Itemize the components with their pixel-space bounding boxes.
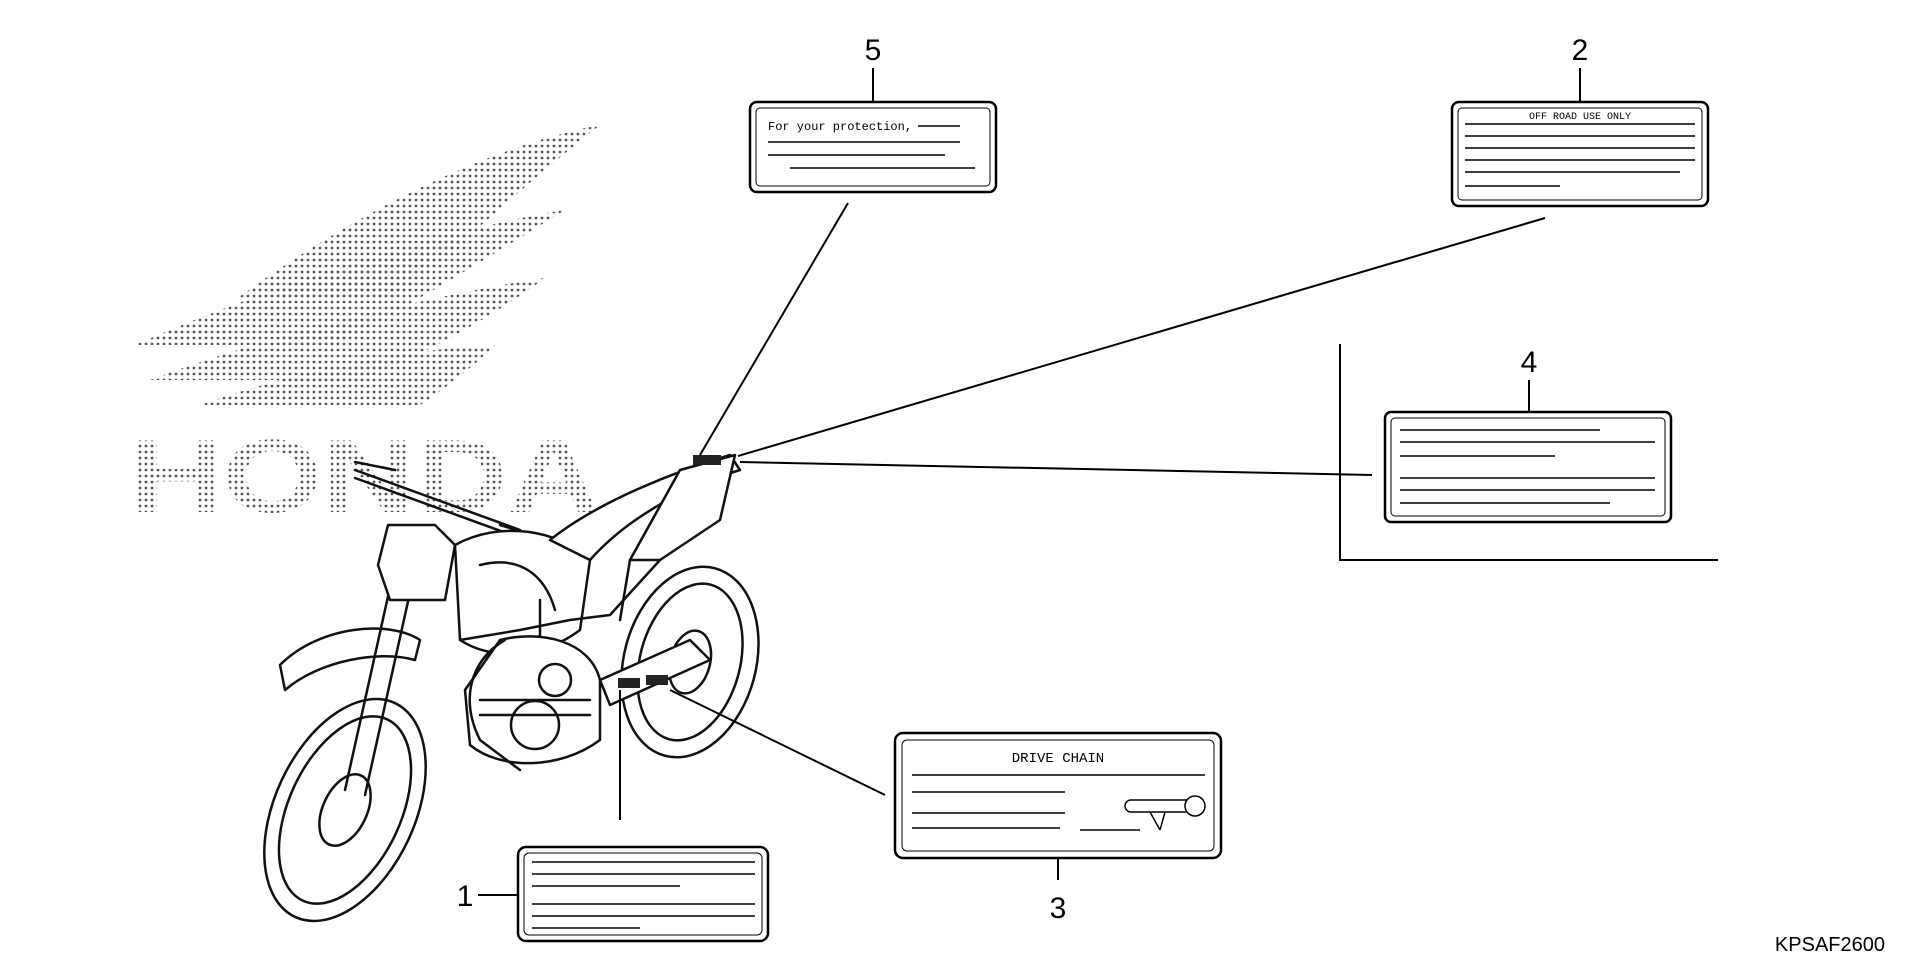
callout-number-3: 3 (1050, 892, 1067, 925)
leader-line-3 (669, 689, 886, 796)
label-5-text: For your protection, (768, 120, 912, 134)
motorcycle-illustration (263, 453, 760, 923)
leader-line-5 (699, 202, 849, 456)
leader-lines (619, 202, 1546, 820)
label-3: DRIVE CHAIN 3 (893, 731, 1223, 925)
label-2: 2 OFF ROAD USE ONLY (1450, 34, 1710, 208)
callout-number-1: 1 (457, 880, 474, 913)
diagram-code: KPSAF2600 (1775, 934, 1885, 956)
label-1: 1 (457, 845, 770, 943)
label-4: 4 (1339, 344, 1718, 561)
leader-line-2 (737, 217, 1546, 457)
callout-number-2: 2 (1572, 34, 1589, 67)
leader-line-4 (739, 461, 1373, 476)
label-5: 5 For your protection, (748, 34, 998, 194)
honda-wing-watermark: HONDA (130, 125, 600, 535)
chain-adjuster-icon (1124, 795, 1206, 831)
label-3-text: DRIVE CHAIN (1012, 751, 1104, 767)
callout-number-4: 4 (1521, 346, 1538, 379)
callout-number-5: 5 (865, 34, 882, 67)
honda-watermark-text: HONDA (130, 419, 600, 535)
label-2-text: OFF ROAD USE ONLY (1529, 112, 1631, 123)
